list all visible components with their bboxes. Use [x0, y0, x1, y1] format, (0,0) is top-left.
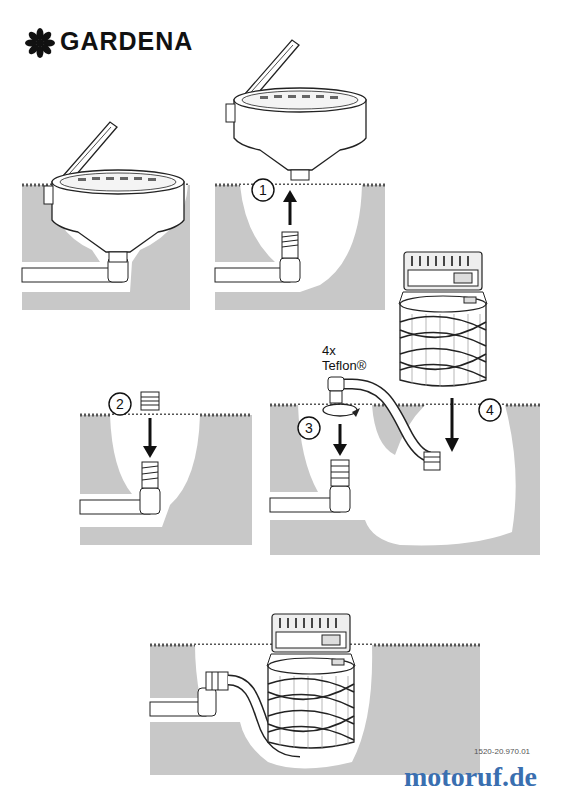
illustration-part: [142, 472, 158, 474]
illustration-part: [331, 478, 349, 479]
callout-circle: 2: [108, 392, 132, 416]
illustration-part: [267, 614, 355, 749]
material-note: Teflon®: [322, 359, 366, 373]
illustration-part: [141, 397, 159, 405]
panel-remove-box: [215, 40, 385, 310]
illustration-part: [342, 384, 430, 457]
illustration-part: [198, 688, 216, 716]
illustration-part: [215, 185, 362, 292]
illustration-part: [212, 672, 218, 690]
illustration-part: [280, 258, 300, 282]
callout-number: 3: [305, 420, 313, 436]
illustration-part: [424, 452, 440, 470]
illustration-part: [399, 252, 487, 387]
callout-ring: [298, 417, 320, 439]
illustration-part: [212, 672, 213, 690]
illustration-part: [141, 401, 159, 402]
illustration-part: [451, 398, 454, 440]
logo-flower: [25, 28, 55, 58]
illustration-part: [283, 190, 297, 202]
illustration-part: [424, 457, 440, 458]
document-code: 1520-20.970.01: [474, 748, 530, 757]
brand-logo: GARDENA: [60, 28, 193, 56]
illustration-part: [333, 444, 347, 456]
illustration-part: [331, 460, 349, 486]
callout-circle: 1: [251, 178, 275, 202]
quantity-note: 4x: [322, 344, 336, 358]
illustration-part: [323, 404, 357, 416]
illustration-part: [142, 466, 158, 480]
illustration-part: [80, 415, 252, 545]
illustration-part: [44, 122, 184, 262]
illustration-part: [282, 235, 298, 247]
callout-ring: [109, 393, 131, 415]
callout-circle: 3: [297, 416, 321, 440]
callout-ring: [252, 179, 274, 201]
illustration-part: [141, 405, 159, 406]
illustration-part: [22, 268, 122, 282]
illustration-part: [331, 466, 349, 478]
illustration-part: [143, 446, 157, 458]
panel-finished: [150, 614, 480, 775]
illustration-part: [328, 377, 344, 391]
illustration-part: [445, 438, 459, 452]
illustration-part: [215, 185, 385, 310]
illustration-part: [141, 392, 159, 410]
illustration-part: [352, 408, 360, 417]
illustration-part: [226, 40, 366, 180]
illustration-part: [270, 405, 516, 545]
illustration-part: [330, 391, 342, 403]
illustration-part: [424, 457, 440, 462]
callout-number: 2: [116, 396, 124, 412]
illustration-part: [142, 478, 158, 480]
illustration-part: [218, 672, 219, 690]
illustration-part: [424, 462, 440, 463]
illustration-part: [282, 245, 298, 247]
illustration-part: [80, 415, 200, 527]
illustration-part: [282, 240, 298, 242]
illustration-part: [282, 232, 298, 258]
callout-number: 1: [259, 182, 267, 198]
illustration-part: [141, 397, 159, 398]
illustration-part: [206, 672, 228, 690]
illustration-part: [215, 268, 290, 282]
panel-adapter: [80, 392, 252, 545]
watermark: motoruf.de: [404, 762, 537, 793]
illustration-part: [142, 466, 158, 468]
illustration-part: [331, 472, 349, 473]
illustration-part: [342, 384, 430, 457]
panel-installed-old: [22, 122, 190, 310]
callout-ring: [479, 399, 501, 421]
illustration-part: [27, 30, 40, 43]
illustration-part: [282, 235, 298, 237]
illustration-part: [330, 486, 350, 512]
illustration-part: [142, 462, 158, 488]
callout-circle: 4: [478, 398, 502, 422]
panel-connect-new: [270, 252, 540, 555]
illustration-part: [289, 200, 292, 225]
illustration-part: [339, 424, 342, 446]
illustration-part: [140, 488, 160, 514]
illustration-part: [149, 418, 152, 448]
callout-number: 4: [486, 402, 494, 418]
illustration-part: [331, 466, 349, 467]
